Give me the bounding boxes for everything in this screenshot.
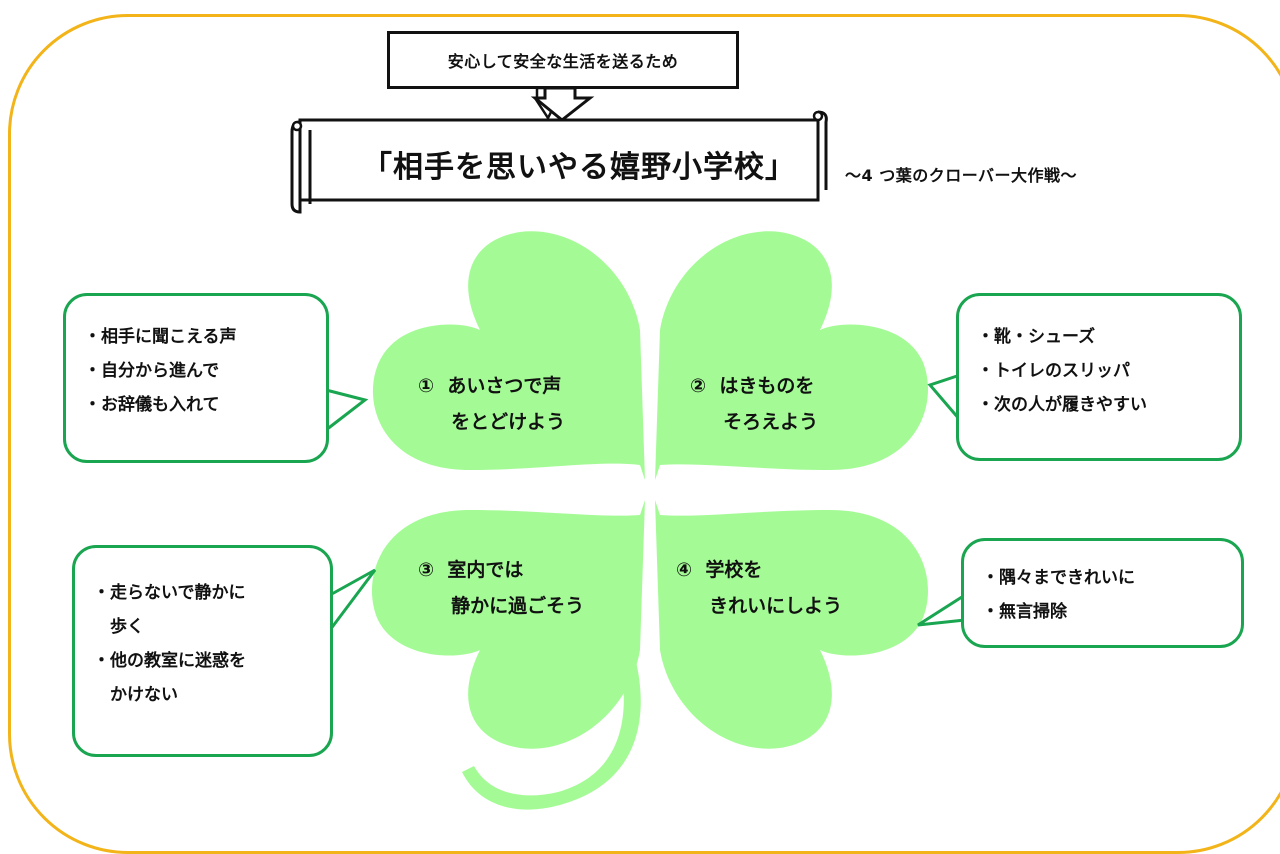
bubble-line: ・隅々まできれいに <box>982 568 1135 588</box>
leaf-3-text: ③ 室内では 静かに過ごそう <box>418 552 584 624</box>
leaf-4-line2: きれいにしよう <box>709 595 843 618</box>
page-subtitle: ～4 つ葉のクローバー大作戦～ <box>845 166 1078 185</box>
banner-text: 安心して安全な生活を送るため <box>447 52 679 71</box>
leaf-1-line2: をとどけよう <box>451 411 566 434</box>
page-title: 「相手を思いやる嬉野小学校」 <box>362 150 796 185</box>
leaf-3-line2: 静かに過ごそう <box>451 595 585 618</box>
bubble-line: ・次の人が履きやすい <box>977 395 1147 415</box>
bubble-footwear: ・靴・シューズ ・トイレのスリッパ ・次の人が履きやすい <box>956 293 1242 461</box>
bubble-line: ・自分から進んで <box>84 361 220 381</box>
clover-leaf-4 <box>655 500 929 749</box>
leaf-2-line2: そろえよう <box>723 411 819 434</box>
bubble-line: かけない <box>93 685 178 705</box>
bubble-line: ・お辞儀も入れて <box>84 395 220 415</box>
leaf-3-number: ③ <box>418 559 435 581</box>
leaf-3-line1: 室内では <box>447 559 524 581</box>
bubble-line: ・靴・シューズ <box>977 327 1096 347</box>
bubble-greeting: ・相手に聞こえる声 ・自分から進んで ・お辞儀も入れて <box>63 293 329 463</box>
leaf-4-text: ④ 学校を きれいにしよう <box>676 552 842 624</box>
arrow-outline <box>530 86 595 122</box>
clover-stem <box>462 640 641 810</box>
bubble-line: ・無言掃除 <box>982 602 1067 622</box>
leaf-4-number: ④ <box>676 559 693 581</box>
leaf-2-line1: はきものを <box>719 375 815 397</box>
leaf-1-text: ① あいさつで声 をとどけよう <box>418 368 565 440</box>
title-scroll-decoration <box>290 86 828 214</box>
clover-leaf-3 <box>371 500 645 749</box>
banner-box: 安心して安全な生活を送るため <box>387 31 739 89</box>
leaf-1-line1: あいさつで声 <box>447 375 562 397</box>
leaf-2-number: ② <box>690 375 707 397</box>
bubble-cleaning: ・隅々まできれいに ・無言掃除 <box>961 538 1244 648</box>
leaf-1-number: ① <box>418 375 435 397</box>
bubble-line: 歩く <box>93 617 144 637</box>
leaf-4-line1: 学校を <box>705 559 763 581</box>
clover-diagram <box>371 231 929 810</box>
leaf-2-text: ② はきものを そろえよう <box>690 368 818 440</box>
bubble-indoor: ・走らないで静かに 歩く ・他の教室に迷惑を かけない <box>72 545 333 757</box>
clover-leaf-2 <box>655 231 929 480</box>
bubble-line: ・相手に聞こえる声 <box>84 327 237 347</box>
bubble-line: ・走らないで静かに <box>93 583 246 603</box>
bubble-line: ・他の教室に迷惑を <box>93 651 246 671</box>
bubble-line: ・トイレのスリッパ <box>977 361 1130 381</box>
clover-leaf-1 <box>372 231 645 480</box>
